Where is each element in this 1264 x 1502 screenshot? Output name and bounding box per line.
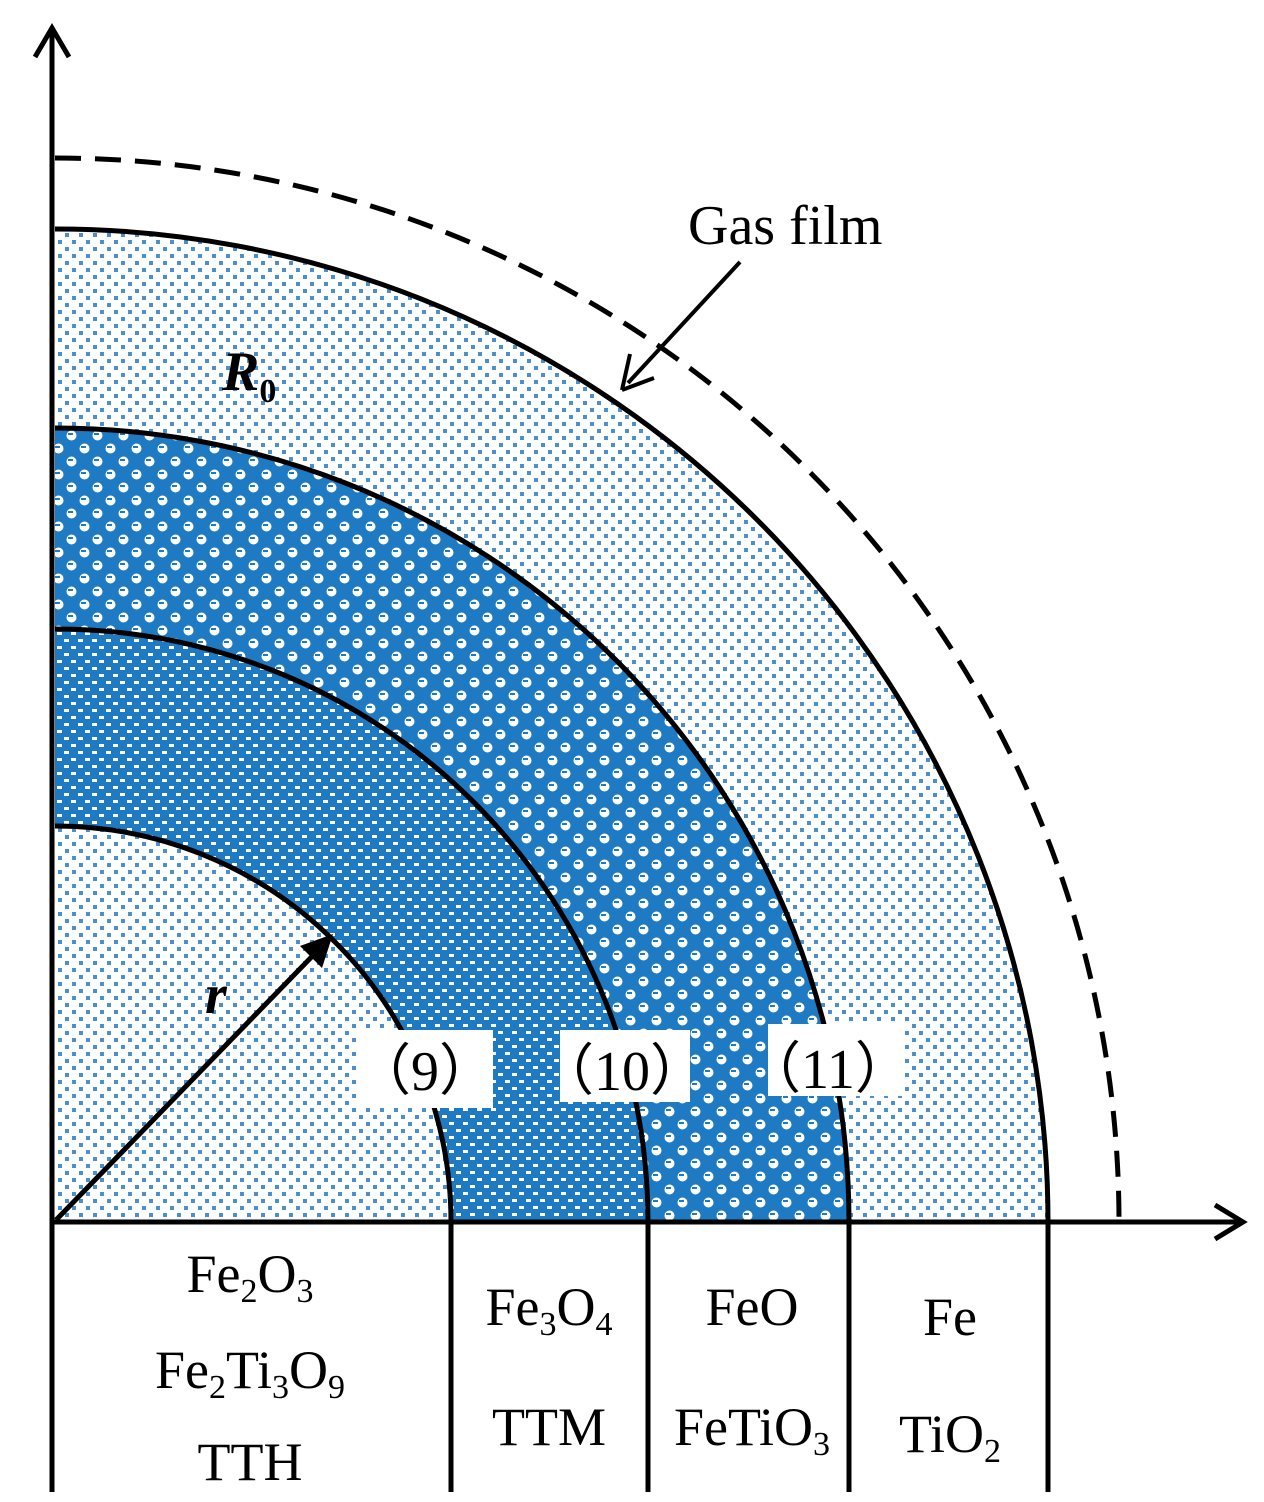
phase-ttm: TTM: [492, 1397, 606, 1457]
phase-tth: TTH: [198, 1432, 303, 1492]
r-label: r: [205, 964, 228, 1026]
label-9-bg: [359, 1030, 493, 1108]
phase-tio2: TiO2: [899, 1404, 1001, 1470]
radius-r-arrow: [54, 938, 330, 1222]
phase-fe: Fe: [923, 1287, 977, 1347]
arc-gas-film-boundary: [54, 155, 1122, 1223]
phase-feo: FeO: [706, 1277, 799, 1337]
label-10-bg: [560, 1030, 690, 1102]
arc-interface-9: [54, 823, 454, 1223]
interface-10-label: （10）: [538, 1041, 706, 1103]
y-axis-arrowhead: [32, 23, 72, 59]
interface-11-label: （11）: [745, 1039, 911, 1101]
interface-9-label: （9）: [355, 1041, 495, 1103]
x-axis-arrowhead: [1213, 1202, 1248, 1242]
arc-particle-surface: [54, 226, 1051, 1223]
r0-label: R0: [221, 341, 276, 410]
label-11-bg: [768, 1024, 904, 1096]
phase-fe3o4: Fe3O4: [486, 1277, 613, 1343]
radius-r-arrowhead: [300, 934, 333, 968]
phase-fetio3: FeTiO3: [674, 1397, 830, 1463]
gas-film-arrowhead: [620, 353, 655, 392]
gas-film-label: Gas film: [688, 195, 882, 257]
gas-film-arrow: [626, 260, 742, 385]
phase-fe2ti3o9: Fe2Ti3O9: [155, 1340, 345, 1406]
phase-fe2o3: Fe2O3: [187, 1244, 314, 1310]
core-fe2o3-tth: [55, 826, 451, 1222]
